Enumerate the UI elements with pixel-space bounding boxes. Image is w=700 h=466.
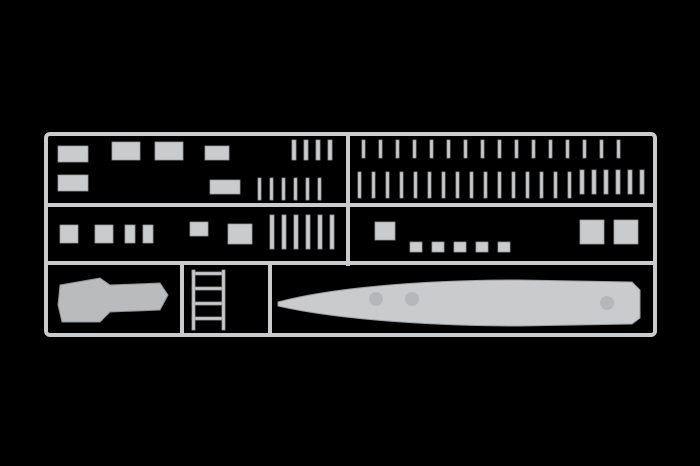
ladder-rung-part bbox=[191, 301, 223, 306]
rod-part bbox=[327, 139, 333, 161]
antenna-part bbox=[463, 139, 468, 159]
drum-part bbox=[59, 224, 79, 244]
rod-part bbox=[257, 177, 262, 201]
rod-part bbox=[317, 177, 322, 201]
rod-part bbox=[281, 214, 287, 250]
fitting-part bbox=[497, 241, 511, 253]
gun-barrel-part bbox=[511, 171, 516, 199]
gun-barrel-part bbox=[413, 171, 418, 199]
gun-barrel-part bbox=[441, 171, 446, 199]
link-part bbox=[189, 221, 209, 237]
rod-part bbox=[291, 139, 297, 161]
ladder-rung-part bbox=[191, 271, 223, 276]
antenna-part bbox=[548, 139, 553, 159]
gun-barrel-part bbox=[483, 171, 488, 199]
ladder-rail-part bbox=[191, 269, 196, 331]
rod-part bbox=[329, 214, 335, 250]
rod-part bbox=[315, 139, 321, 161]
gun-barrel-part bbox=[603, 169, 609, 195]
bracket-part bbox=[57, 174, 89, 192]
mount-part bbox=[154, 141, 184, 161]
gun-barrel-part bbox=[553, 171, 558, 199]
rod-part bbox=[293, 214, 299, 250]
ladder-rail-part bbox=[221, 269, 226, 331]
funnel-part bbox=[613, 219, 639, 245]
gun-barrel-part bbox=[371, 171, 376, 199]
gun-barrel-part bbox=[399, 171, 404, 199]
gun-barrel-part bbox=[427, 171, 432, 199]
antenna-part bbox=[429, 139, 434, 159]
antenna-part bbox=[395, 139, 400, 159]
sprue-frame bbox=[44, 132, 657, 337]
mount-part bbox=[111, 141, 141, 161]
antenna-part bbox=[599, 139, 604, 159]
funnel-part bbox=[579, 219, 605, 245]
tower-part bbox=[374, 221, 396, 241]
antenna-part bbox=[446, 139, 451, 159]
antenna-part bbox=[480, 139, 485, 159]
antenna-part bbox=[616, 139, 621, 159]
ladder-rung-part bbox=[191, 316, 223, 321]
antenna-part bbox=[497, 139, 502, 159]
antenna-part bbox=[412, 139, 417, 159]
hull-deck-part bbox=[277, 279, 641, 327]
rod-part bbox=[269, 214, 275, 250]
drum-part bbox=[142, 224, 154, 244]
sprue-parts bbox=[57, 139, 645, 331]
gun-barrel-part bbox=[567, 171, 572, 199]
gun-barrel-part bbox=[525, 171, 530, 199]
gun-barrel-part bbox=[591, 169, 597, 195]
gun-barrel-part bbox=[615, 169, 621, 195]
antenna-part bbox=[361, 139, 366, 159]
gun-barrel-part bbox=[469, 171, 474, 199]
gun-barrel-part bbox=[357, 171, 362, 199]
fitting-part bbox=[453, 241, 467, 253]
hull-turret-ring bbox=[600, 296, 614, 310]
drum-part bbox=[94, 224, 114, 244]
gun-barrel-part bbox=[455, 171, 460, 199]
turret-part bbox=[204, 145, 230, 161]
antenna-part bbox=[378, 139, 383, 159]
antenna-part bbox=[514, 139, 519, 159]
turret-part bbox=[209, 179, 241, 195]
rod-part bbox=[281, 177, 286, 201]
turret-base-part bbox=[227, 223, 253, 245]
gun-barrel-part bbox=[639, 169, 645, 195]
hull-turret-ring bbox=[369, 292, 383, 306]
rod-part bbox=[305, 177, 310, 201]
gun-barrel-part bbox=[579, 169, 585, 195]
fitting-part bbox=[409, 241, 423, 253]
drum-part bbox=[124, 224, 136, 244]
superstructure-deck-part bbox=[57, 277, 169, 323]
fitting-part bbox=[475, 241, 489, 253]
rod-part bbox=[317, 214, 323, 250]
rod-part bbox=[269, 177, 274, 201]
antenna-part bbox=[531, 139, 536, 159]
gun-barrel-part bbox=[539, 171, 544, 199]
bracket-part bbox=[57, 145, 89, 163]
antenna-part bbox=[565, 139, 570, 159]
rod-part bbox=[303, 139, 309, 161]
rod-part bbox=[305, 214, 311, 250]
hull-turret-ring bbox=[405, 292, 419, 306]
antenna-part bbox=[582, 139, 587, 159]
ladder-rung-part bbox=[191, 286, 223, 291]
fitting-part bbox=[431, 241, 445, 253]
rod-part bbox=[293, 177, 298, 201]
gun-barrel-part bbox=[627, 169, 633, 195]
gun-barrel-part bbox=[497, 171, 502, 199]
gun-barrel-part bbox=[385, 171, 390, 199]
